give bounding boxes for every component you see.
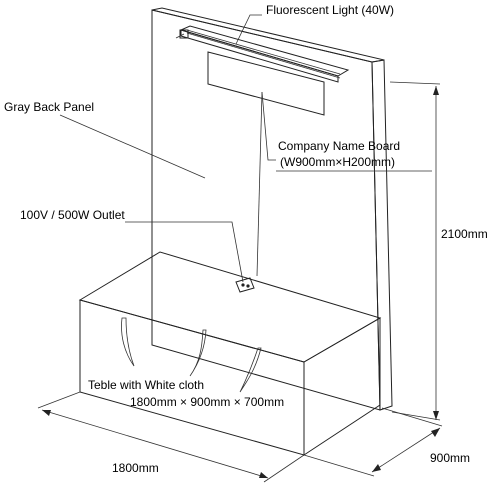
table-side xyxy=(303,317,381,456)
board-label-1: Company Name Board xyxy=(278,139,400,153)
depth-label: 900mm xyxy=(430,451,470,465)
board-label-2: (W900mm×H200mm) xyxy=(280,155,395,169)
back-panel-edge xyxy=(371,59,393,411)
cloth-folds xyxy=(121,317,262,393)
cable xyxy=(256,91,263,277)
fluorescent-light xyxy=(175,25,350,83)
height-dimension xyxy=(389,81,441,421)
height-label: 2100mm xyxy=(441,227,488,241)
light-label: Fluorescent Light (40W) xyxy=(266,3,394,17)
back-panel-front xyxy=(151,9,381,411)
table-label-1: Teble with White cloth xyxy=(88,378,204,392)
depth-dimension xyxy=(303,407,443,477)
leader-lines xyxy=(59,14,276,283)
table-label-2: 1800mm × 900mm × 700mm xyxy=(130,395,284,409)
width-dimension xyxy=(37,391,305,483)
table-top xyxy=(78,251,382,363)
back-panel-label: Gray Back Panel xyxy=(4,100,94,114)
width-label: 1800mm xyxy=(112,461,159,475)
company-name-board xyxy=(207,51,325,116)
outlet-label: 100V / 500W Outlet xyxy=(20,208,125,222)
outlet xyxy=(235,277,255,293)
